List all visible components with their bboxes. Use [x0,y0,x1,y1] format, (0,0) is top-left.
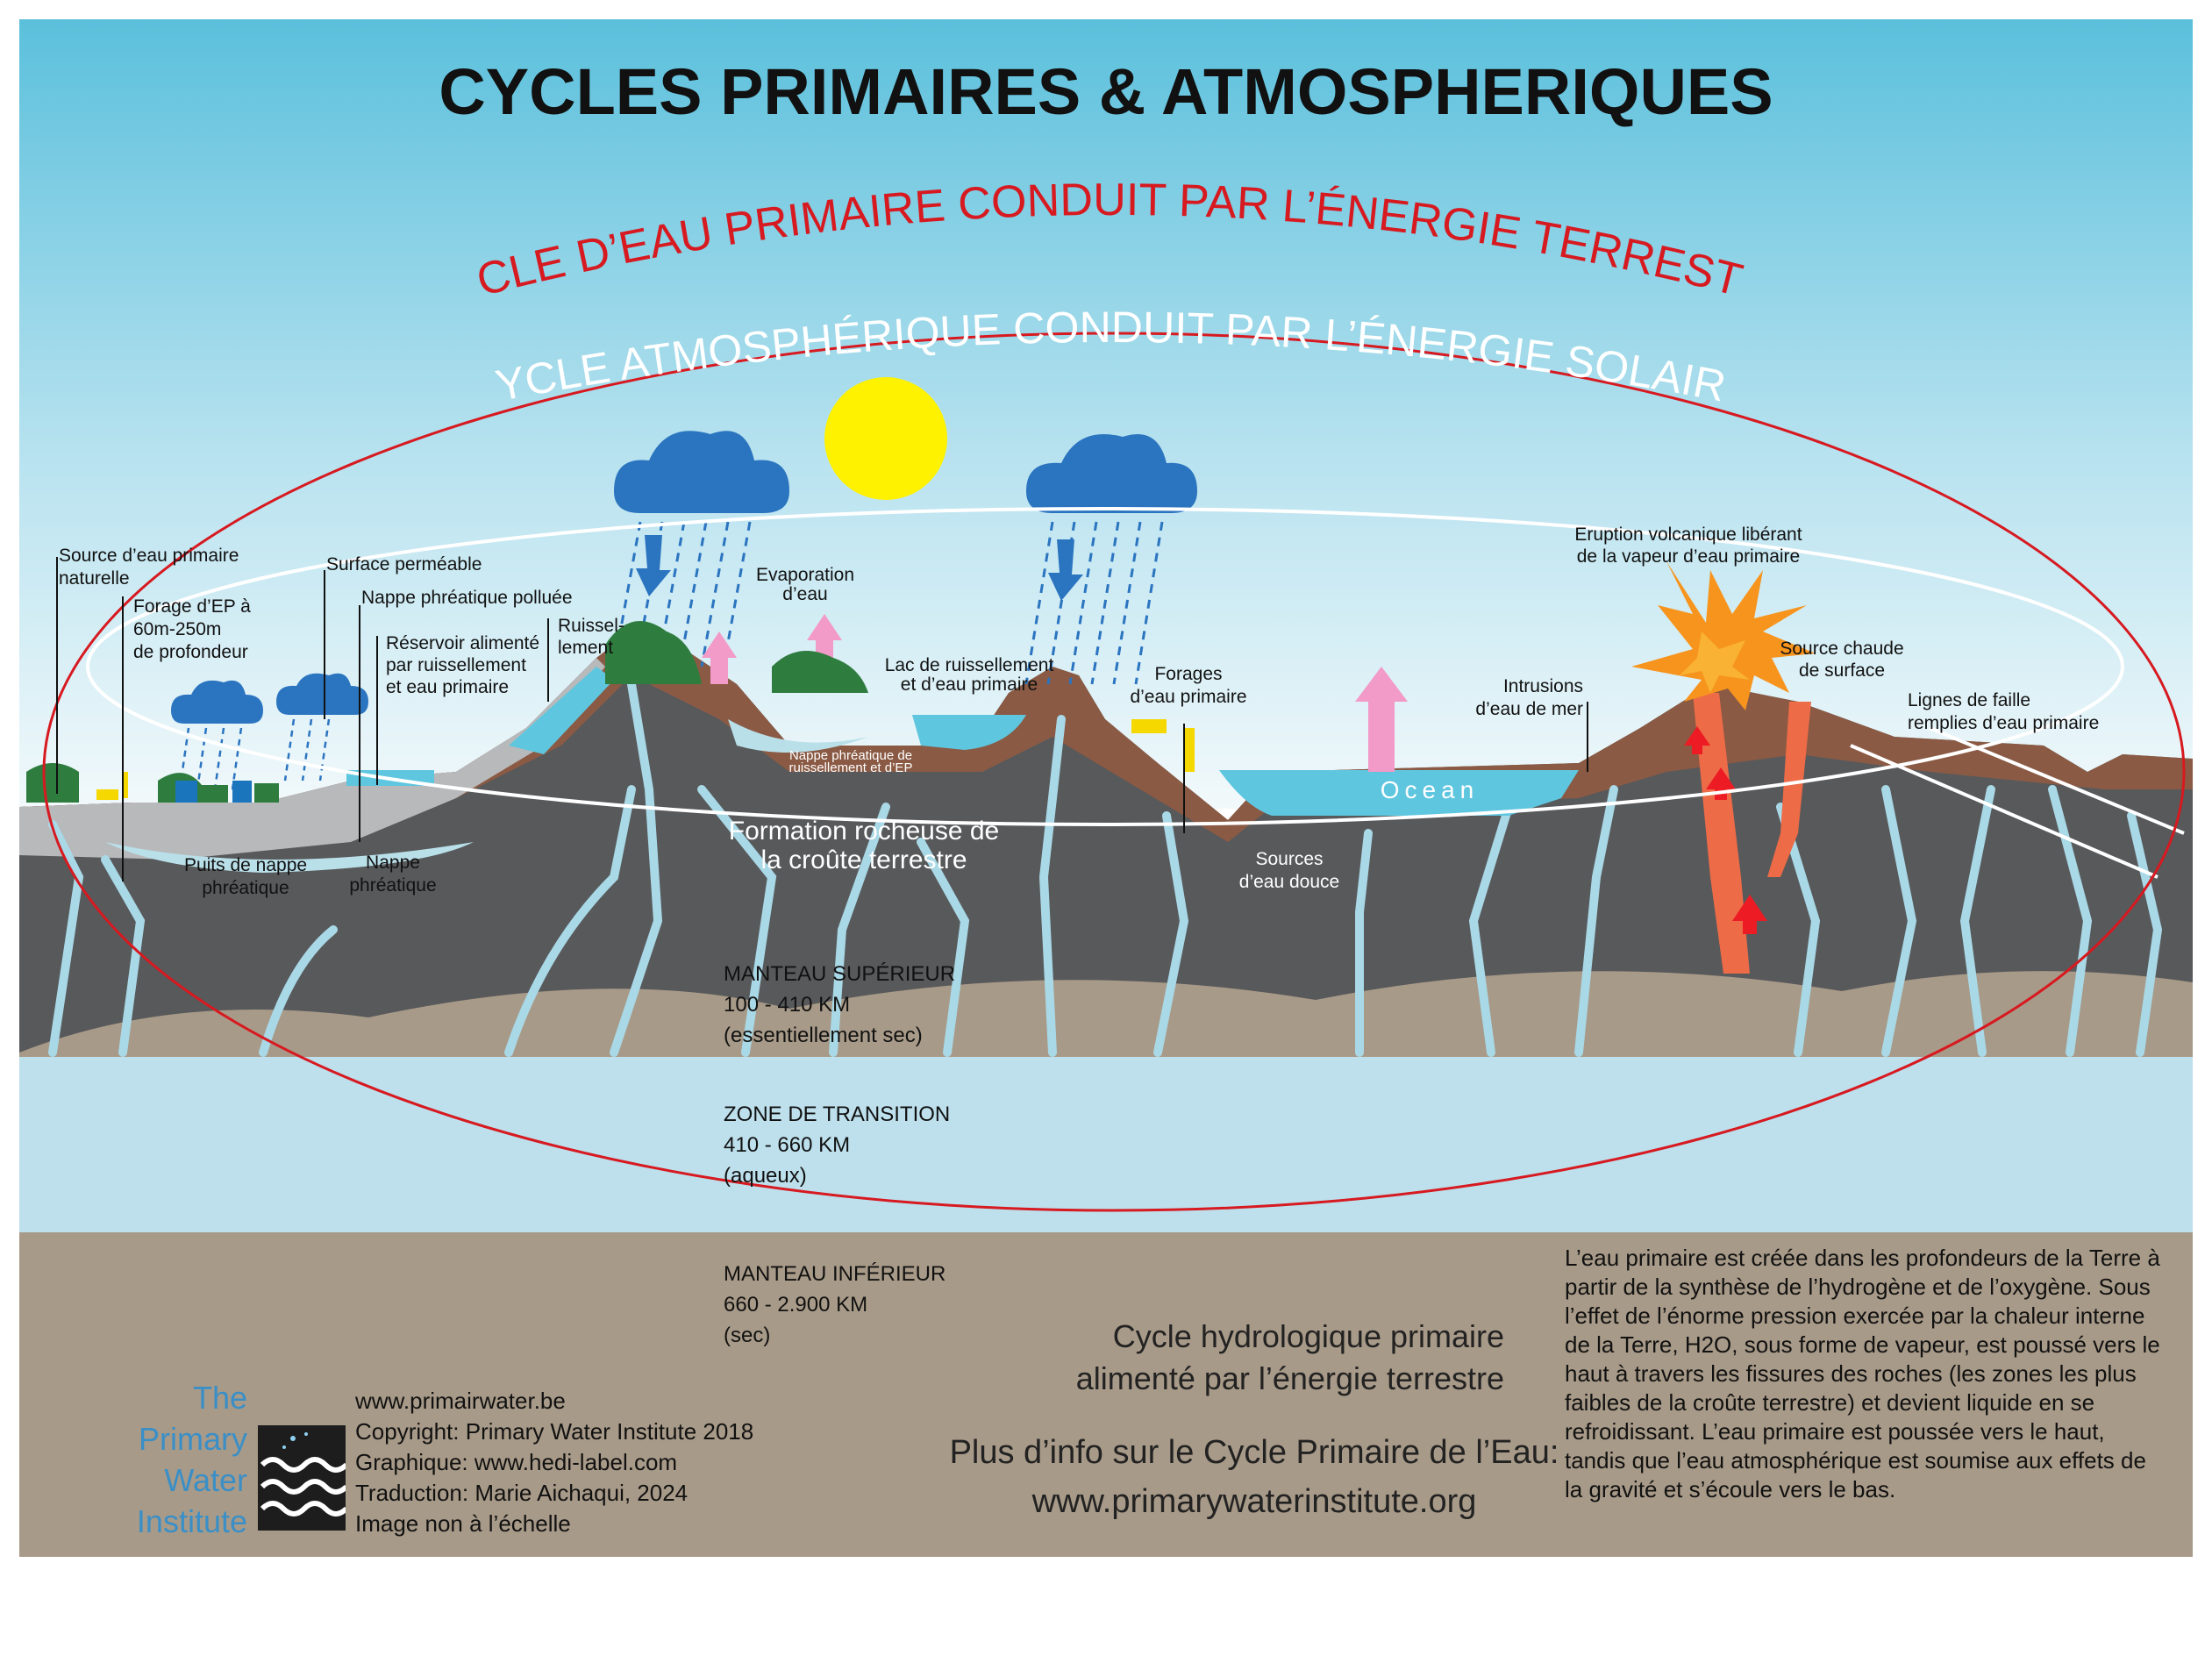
page-title: CYCLES PRIMAIRES & ATMOSPHERIQUES [439,55,1773,128]
soil-layer [19,632,2193,842]
rain-cloud-small-right [276,673,368,781]
eruption-burst [1631,561,1816,710]
water-veins [48,680,2163,1057]
rain-cloud-large-right [1024,433,1197,685]
drilling-rigs [96,719,1195,800]
label-ocean: Ocean [1381,776,1480,803]
more-info-line: Plus d’info sur le Cycle Primaire de l’E… [949,1434,1559,1471]
groundwater-lens [105,842,474,873]
hot-spring-channel [1767,702,1811,877]
credit-line: Copyright: Primary Water Institute 2018 [355,1418,754,1445]
credit-line: Image non à l’échelle [355,1510,571,1537]
more-info-url[interactable]: www.primarywaterinstitute.org [1031,1483,1477,1520]
volcano-lava-channel [1693,693,1750,974]
village-houses [175,781,279,803]
lower-mantle-layer [19,1232,2193,1557]
lava-arrows [1684,726,1767,934]
summary-line: alimenté par l’énergie terrestre [1075,1360,1504,1396]
sky [19,19,2193,809]
credit-line[interactable]: www.primairwater.be [355,1388,566,1414]
reservoir-water [509,667,614,754]
credit-line: Graphique: www.hedi-label.com [355,1449,678,1475]
institute-name-line: Water [164,1462,247,1498]
fault-lines [1850,726,2185,879]
transition-zone-layer [19,1057,2193,1232]
summary-caption: Cycle hydrologique primaire alimenté par… [877,1316,1504,1400]
ocean [1219,770,1579,816]
institute-name-line: The [192,1380,247,1416]
primary-cycle-ellipse [42,332,2186,1212]
trees [26,621,868,803]
credits-block: www.primairwater.be Copyright: Primary W… [355,1386,753,1539]
label-nappe-polluee: Nappe phréatique polluée [361,588,573,608]
sun [824,377,947,500]
credit-line: Traduction: Marie Aichaqui, 2024 [355,1480,689,1506]
institute-name-line: Institute [136,1503,247,1539]
eruption-core [1680,632,1750,693]
summary-line: Cycle hydrologique primaire [1112,1318,1504,1354]
wave-logo-icon [260,1432,349,1517]
leader-lines [56,557,1588,881]
institute-name: The Primary Water Institute [105,1377,247,1542]
more-info: Plus d’info sur le Cycle Primaire de l’E… [789,1428,1719,1526]
runoff-lake [912,715,1026,750]
rain-cloud-large-left [612,431,789,667]
institute-logo [258,1425,349,1531]
label-ruissellement: Ruissel-lement [558,616,624,658]
info-paragraph: L’eau primaire est créée dans les profon… [1565,1245,2160,1502]
institute-name-line: Primary [139,1421,247,1457]
atmospheric-cycle-ellipse [86,507,2124,826]
evaporation-arrows [702,614,1408,772]
runoff-groundwater [728,719,868,753]
label-surface-permeable: Surface perméable [326,554,482,575]
permeable-surface [19,658,605,860]
